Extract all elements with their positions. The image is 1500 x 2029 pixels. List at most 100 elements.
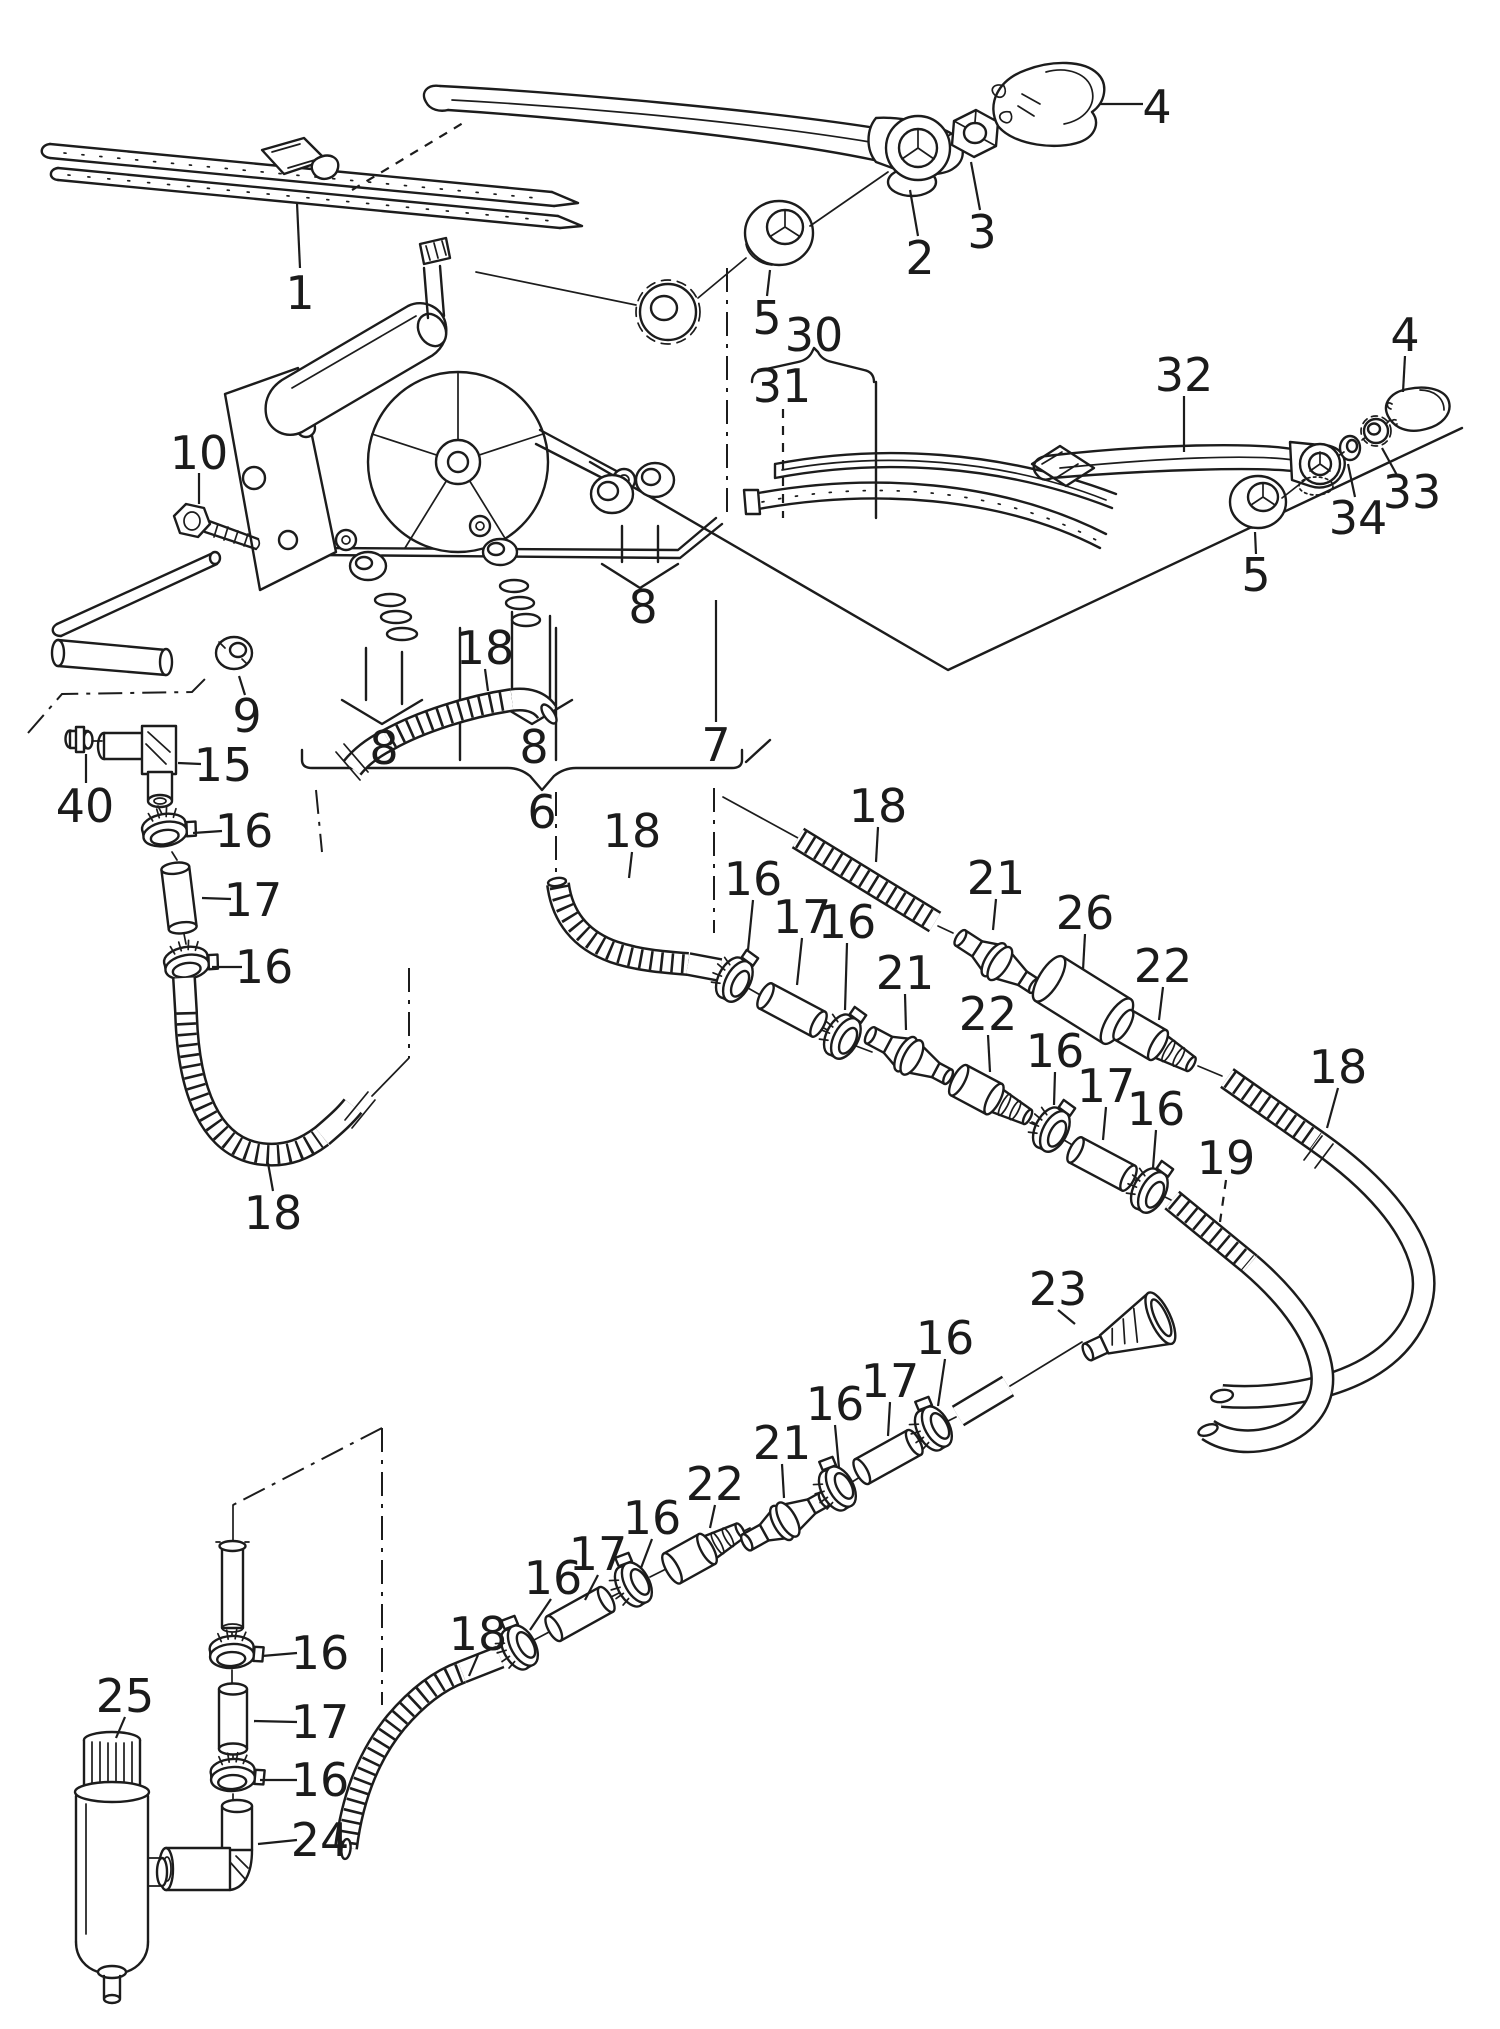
callout-17-37: 17 bbox=[569, 1527, 628, 1581]
connector-tube-17 bbox=[217, 1682, 249, 1756]
callout-4-52: 4 bbox=[1390, 308, 1419, 362]
elbow-24 bbox=[157, 1798, 254, 1892]
brace-30 bbox=[750, 346, 876, 384]
callout-16-47: 16 bbox=[291, 1753, 350, 1807]
callout-21-40: 21 bbox=[753, 1416, 812, 1470]
mount-arrows bbox=[340, 524, 680, 726]
callout-leader-18 bbox=[874, 826, 880, 863]
callout-leader-33 bbox=[1381, 447, 1399, 478]
callout-33-53: 33 bbox=[1383, 465, 1442, 519]
callout-17-15: 17 bbox=[224, 873, 283, 927]
washer-hose-system bbox=[64, 687, 1436, 2005]
callout-leader-1 bbox=[295, 202, 302, 269]
callout-leader-17 bbox=[795, 937, 804, 986]
callout-18-20: 18 bbox=[849, 779, 908, 833]
spindle-cap bbox=[991, 61, 1106, 148]
wiper-blade bbox=[40, 119, 584, 230]
callout-9-6: 9 bbox=[232, 689, 261, 743]
callout-17-22: 17 bbox=[773, 890, 832, 944]
callout-leader-17 bbox=[201, 896, 232, 901]
callout-34-54: 34 bbox=[1329, 491, 1388, 545]
callout-17-42: 17 bbox=[861, 1354, 920, 1408]
brace-6 bbox=[300, 738, 772, 792]
callout-leader-16 bbox=[192, 829, 223, 835]
callout-18-17: 18 bbox=[244, 1186, 303, 1240]
callout-leader-18 bbox=[266, 1162, 275, 1192]
callout-24-48: 24 bbox=[291, 1813, 350, 1867]
callout-8-8: 8 bbox=[519, 720, 548, 774]
connector-21 bbox=[856, 1015, 962, 1097]
fitting-40 bbox=[64, 725, 103, 754]
hose-18-center bbox=[335, 687, 558, 781]
callout-leader-9 bbox=[237, 675, 247, 696]
callout-leader-18 bbox=[627, 851, 634, 879]
callout-21-28: 21 bbox=[876, 946, 935, 1000]
washer-pump-25 bbox=[73, 1730, 169, 2005]
callout-leader-25 bbox=[114, 1716, 127, 1739]
callout-18-27: 18 bbox=[1309, 1040, 1368, 1094]
inset-blade bbox=[742, 444, 1118, 550]
callout-16-21: 16 bbox=[724, 852, 783, 906]
callout-17-46: 17 bbox=[291, 1695, 350, 1749]
inset-wiper-variant bbox=[742, 346, 1451, 550]
callout-26-25: 26 bbox=[1056, 886, 1115, 940]
callout-leader-2 bbox=[908, 189, 920, 237]
connector-tube-17 bbox=[752, 979, 832, 1041]
inset-nut bbox=[1360, 415, 1392, 447]
callout-16-32: 16 bbox=[1127, 1082, 1186, 1136]
callout-22-29: 22 bbox=[959, 987, 1018, 1041]
hose-clamp-16 bbox=[159, 934, 222, 984]
callout-leader-16 bbox=[843, 942, 849, 1011]
callout-leader-21 bbox=[903, 993, 908, 1031]
elbow-connector-15 bbox=[96, 724, 178, 809]
callout-leader-16 bbox=[261, 1651, 298, 1658]
callout-25-44: 25 bbox=[96, 1669, 155, 1723]
callout-leader-17 bbox=[1101, 1106, 1108, 1141]
callout-16-41: 16 bbox=[806, 1377, 865, 1431]
callout-leader-17 bbox=[886, 1401, 892, 1437]
callout-leader-4 bbox=[1401, 355, 1407, 393]
hose-18-upper bbox=[791, 827, 954, 934]
hose-clamp-16 bbox=[207, 1627, 266, 1671]
callout-1-0: 1 bbox=[285, 266, 314, 320]
callout-16-30: 16 bbox=[1026, 1024, 1085, 1078]
inset-arm bbox=[1032, 440, 1346, 496]
hose-clamp-16 bbox=[208, 1750, 267, 1794]
callout-leader-22 bbox=[1157, 986, 1165, 1021]
callout-leader-3 bbox=[969, 161, 982, 211]
callout-22-39: 22 bbox=[686, 1457, 745, 1511]
spindle-nut bbox=[950, 108, 1000, 159]
callout-leader-16 bbox=[529, 1598, 552, 1631]
callout-leader-5 bbox=[765, 269, 772, 297]
callout-leader-18 bbox=[467, 1654, 480, 1677]
callout-leader-17 bbox=[584, 1574, 599, 1601]
callout-8-7: 8 bbox=[369, 721, 398, 775]
connector-tube-17 bbox=[159, 859, 199, 937]
callout-leader-18 bbox=[1325, 1087, 1340, 1129]
mount-rod-and-sleeve bbox=[50, 550, 222, 677]
callout-leader-16 bbox=[746, 899, 755, 951]
callout-16-23: 16 bbox=[818, 895, 877, 949]
callout-17-31: 17 bbox=[1077, 1059, 1136, 1113]
inset-grommet bbox=[1228, 474, 1288, 530]
callout-leader-5 bbox=[1253, 531, 1258, 555]
callout-40-13: 40 bbox=[56, 779, 115, 833]
callout-31-50: 31 bbox=[753, 359, 812, 413]
callout-leader-21 bbox=[780, 1463, 786, 1499]
callout-leader-16 bbox=[639, 1538, 654, 1569]
callout-leader-21 bbox=[991, 898, 998, 931]
motor-bolt bbox=[172, 502, 261, 551]
callout-16-16: 16 bbox=[235, 940, 294, 994]
callout-leader-16 bbox=[833, 1424, 841, 1469]
callout-32-51: 32 bbox=[1155, 348, 1214, 402]
construction-lines bbox=[27, 268, 1464, 1705]
hose-19 bbox=[1164, 1190, 1335, 1454]
hose-18-middle bbox=[546, 876, 723, 982]
callout-18-19: 18 bbox=[603, 804, 662, 858]
callout-leader-16 bbox=[1151, 1129, 1158, 1169]
callout-4-3: 4 bbox=[1142, 80, 1171, 134]
callout-16-14: 16 bbox=[215, 804, 274, 858]
spindle-grommet bbox=[743, 199, 815, 267]
callout-3-2: 3 bbox=[967, 205, 996, 259]
